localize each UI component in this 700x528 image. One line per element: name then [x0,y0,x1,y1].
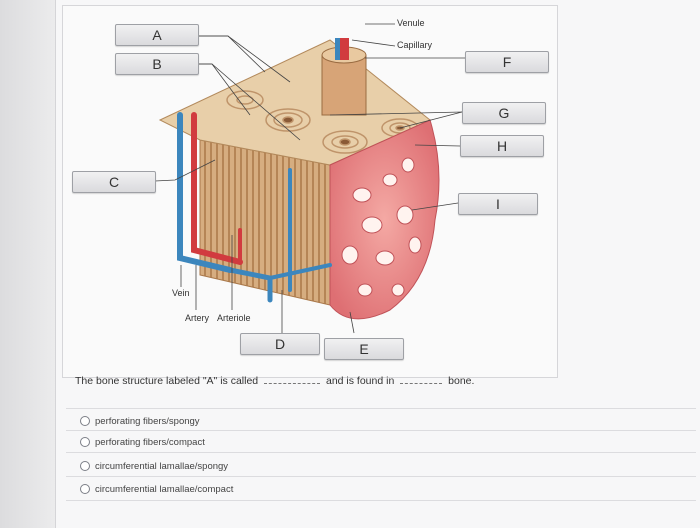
artery-label: Artery [185,313,210,323]
label-box-c[interactable]: C [72,171,156,193]
label-box-i[interactable]: I [458,193,538,215]
label-box-f[interactable]: F [465,51,549,73]
option-divider [66,452,696,453]
option-divider [66,408,696,409]
question-suffix: bone. [448,375,475,387]
option-perforating-spongy[interactable]: perforating fibers/spongy [80,413,200,429]
label-box-g[interactable]: G [462,102,546,124]
question-text: The bone structure labeled "A" is called… [75,374,555,387]
option-perforating-compact[interactable]: perforating fibers/compact [80,434,205,450]
option-label: perforating fibers/spongy [95,415,200,427]
venule-label: Venule [397,18,425,28]
blank-bone-type [400,374,443,384]
label-box-b[interactable]: B [115,53,199,75]
label-box-d[interactable]: D [240,333,320,355]
option-circumferential-compact[interactable]: circumferential lamallae/compact [80,481,233,497]
option-divider [66,476,696,477]
option-divider [66,500,696,501]
label-box-h[interactable]: H [460,135,544,157]
osteon-rings [226,90,419,154]
label-box-e[interactable]: E [324,338,404,360]
option-circumferential-spongy[interactable]: circumferential lamallae/spongy [80,458,228,474]
option-label: circumferential lamallae/spongy [95,460,229,472]
option-divider [66,430,696,431]
blank-structure [264,374,321,384]
blood-vessels [177,112,332,303]
arteriole-label: Arteriole [217,313,251,323]
osteon-cylinder [321,54,367,116]
option-label: circumferential lamallae/compact [95,483,234,495]
compact-bone-side [199,139,331,306]
radio-button[interactable] [80,461,90,471]
question-middle: and is found in [325,375,395,387]
radio-button[interactable] [80,484,90,494]
radio-button[interactable] [80,437,90,447]
question-prefix: The bone structure labeled "A" is called [75,375,259,387]
option-label: perforating fibers/compact [95,436,205,448]
radio-button[interactable] [80,416,90,426]
vein-label: Vein [172,288,190,298]
label-box-a[interactable]: A [115,24,199,46]
capillary-label: Capillary [397,40,433,50]
